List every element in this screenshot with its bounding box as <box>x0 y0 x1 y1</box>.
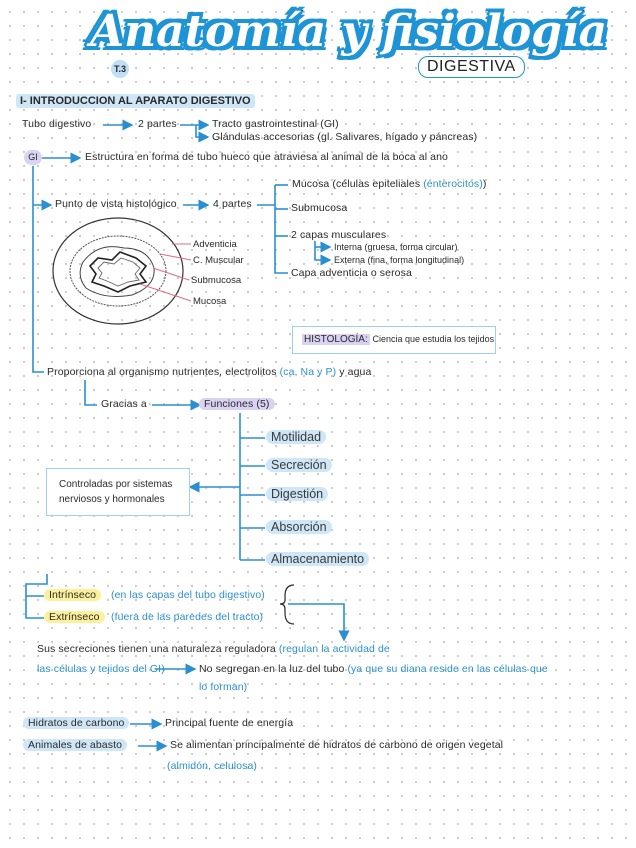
histologico-parts: 4 partes <box>213 198 252 210</box>
control-box-line2: nerviosos y hormonales <box>59 494 165 505</box>
diagram-label-adventicia: Adventicia <box>193 239 237 250</box>
tracto-text: Tracto gastrointestinal (GI) <box>212 118 339 130</box>
funcion-digestion: Digestión <box>266 487 329 501</box>
glandulas-text: Glándulas accesorias (gl. Salivares, híg… <box>212 131 478 143</box>
histologia-term: HISTOLOGÍA: <box>302 334 370 345</box>
externa-item: Externa (fina, forma longitudinal) <box>334 255 465 265</box>
hidratos-text: Principal fuente de energía <box>165 717 294 729</box>
funciones-label: Funciones (5) <box>199 398 275 410</box>
funcion-motilidad: Motilidad <box>266 430 327 444</box>
funcion-secrecion: Secreción <box>266 458 332 472</box>
gi-badge: GI <box>24 150 42 165</box>
secreciones-line2: No segregan en la luz del tubo (ya que s… <box>199 663 548 675</box>
gi-description: Estructura en forma de tubo hueco que at… <box>85 151 448 163</box>
histologia-box: HISTOLOGÍA: Ciencia que estudia los teji… <box>292 326 496 354</box>
funcion-absorcion: Absorción <box>266 520 332 534</box>
control-box-line1: Controladas por sistemas <box>59 479 173 490</box>
submucosa-item: Submucosa <box>291 202 348 214</box>
animales-note: (almidón, celulosa) <box>167 760 258 772</box>
tubo-label: Tubo digestivo <box>22 118 92 130</box>
adventicia-item: Capa adventicia o serosa <box>291 267 412 279</box>
mucosa-item: Mucosa (células epiteliales (enterocitos… <box>292 178 487 190</box>
funcion-almacenamiento: Almacenamiento <box>266 552 370 566</box>
animales-text: Se alimentan principalmente de hidratos … <box>170 739 504 751</box>
diagram-label-submucosa: Submucosa <box>191 275 242 286</box>
intrinseco-note: (en las capas del tubo digestivo) <box>111 589 265 601</box>
proporciona-text: Proporciona al organismo nutrientes, ele… <box>47 366 372 378</box>
extrinseco-note: (fuera de las paredes del tracto) <box>111 611 264 623</box>
page-title: Anatomía y fisiología <box>89 5 608 58</box>
secreciones-line2-start: las células y tejidos del GI) <box>37 663 165 675</box>
secreciones-line1: Sus secreciones tienen una naturaleza re… <box>37 643 390 655</box>
page-subtitle: DIGESTIVA <box>418 56 525 78</box>
diagram-label-mucosa: Mucosa <box>193 296 227 307</box>
histologico-label: Punto de vista histológico <box>55 198 177 210</box>
extrinseco-label: Extrínseco <box>44 611 105 623</box>
diagram-label-muscular: C. Muscular <box>193 255 244 266</box>
animales-label: Animales de abasto <box>23 739 128 751</box>
histologia-definition: Ciencia que estudia los tejidos <box>372 334 495 344</box>
unit-badge: T.3 <box>111 60 129 78</box>
secreciones-line3: lo forman) <box>199 681 248 693</box>
gracias-label: Gracias a <box>101 398 147 410</box>
hidratos-label: Hidratos de carbono <box>23 717 130 729</box>
capas-item: 2 capas musculares <box>291 229 387 241</box>
tubo-parts: 2 partes <box>138 118 177 130</box>
section-heading: I- INTRODUCCION AL APARATO DIGESTIVO <box>16 94 255 108</box>
interna-item: Interna (gruesa, forma circular) <box>334 242 458 252</box>
control-box: Controladas por sistemas nerviosos y hor… <box>46 468 190 516</box>
intrinseco-label: Intrínseco <box>44 589 102 601</box>
